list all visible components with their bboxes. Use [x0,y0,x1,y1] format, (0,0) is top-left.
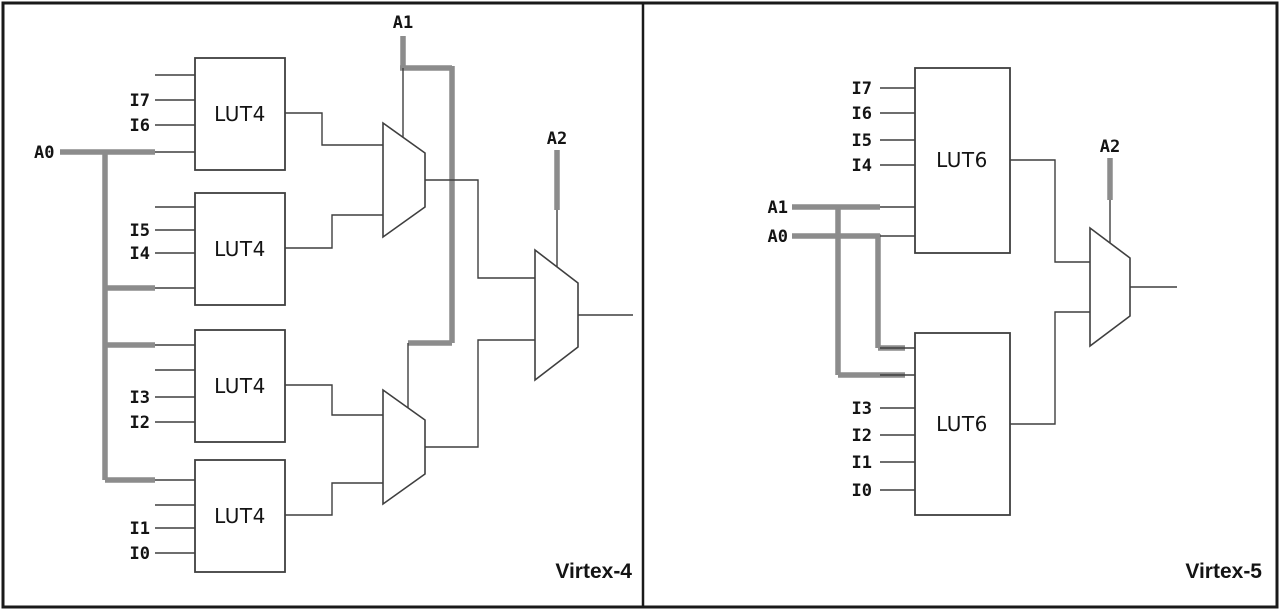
select-label-a2-right: A2 [1100,137,1120,157]
lut4-1-input-stubs [155,74,195,153]
input-label-i0-left: I0 [130,544,150,564]
input-label-i4-right: I4 [852,156,872,176]
a0-bus-right [792,233,905,351]
input-label-i1-right: I1 [852,453,872,473]
lut4-2-input-stubs [155,206,195,289]
input-label-i5-right: I5 [852,131,872,151]
top-mux-output-wire [425,179,535,279]
lut6-bottom-input-stubs [880,347,915,491]
lut4-3-input-stubs [155,344,195,423]
a1-bus [400,36,455,346]
lut4-3-output-wire [285,384,383,416]
lut4-3-label: LUT4 [214,374,266,398]
mux-2to1-final-left [534,248,579,382]
input-label-i1-left: I1 [130,519,150,539]
lut4-2-output-wire [285,214,383,249]
panel-title-virtex4: Virtex-4 [555,560,632,583]
lut6-box-bottom [914,332,1011,516]
a0-bus [60,149,155,483]
input-label-i7-left: I7 [130,91,150,111]
input-label-i5-left: I5 [130,221,150,241]
lut6-bottom-label: LUT6 [936,412,988,436]
input-label-i3-right: I3 [852,399,872,419]
input-label-i0-right: I0 [852,481,872,501]
input-label-i3-left: I3 [130,388,150,408]
lut6-bottom-output-wire [1010,311,1090,425]
lut4-1-output-wire [285,112,383,146]
lut6-box-top [914,67,1011,254]
input-label-i6-left: I6 [130,116,150,136]
mux-2to1-right [1089,226,1131,348]
lut4-1-label: LUT4 [214,102,266,126]
mux-2to1-top [382,121,426,239]
lut4-box-1 [194,57,286,171]
lut4-box-2 [194,192,286,306]
select-label-a2-left: A2 [547,129,567,149]
lut4-box-3 [194,329,286,443]
mux-2to1-bottom [382,388,426,506]
input-label-i6-right: I6 [852,104,872,124]
lut6-top-output-wire [1010,159,1090,263]
input-label-i2-right: I2 [852,426,872,446]
select-label-a0-right: A0 [768,227,788,247]
lut4-2-label: LUT4 [214,237,266,261]
select-label-a0-left: A0 [34,143,54,163]
bottom-mux-output-wire [425,339,535,448]
input-label-i4-left: I4 [130,244,150,264]
lut6-top-input-stubs [880,87,915,237]
lut4-4-input-stubs [155,479,195,554]
input-label-i7-right: I7 [852,79,872,99]
panel-title-virtex5: Virtex-5 [1185,560,1262,583]
lut6-top-label: LUT6 [936,148,988,172]
select-label-a1-right: A1 [768,198,788,218]
lut4-4-label: LUT4 [214,504,266,528]
input-label-i2-left: I2 [130,413,150,433]
lut4-4-output-wire [285,482,383,516]
lut4-box-4 [194,459,286,573]
select-label-a1-left: A1 [393,13,413,33]
